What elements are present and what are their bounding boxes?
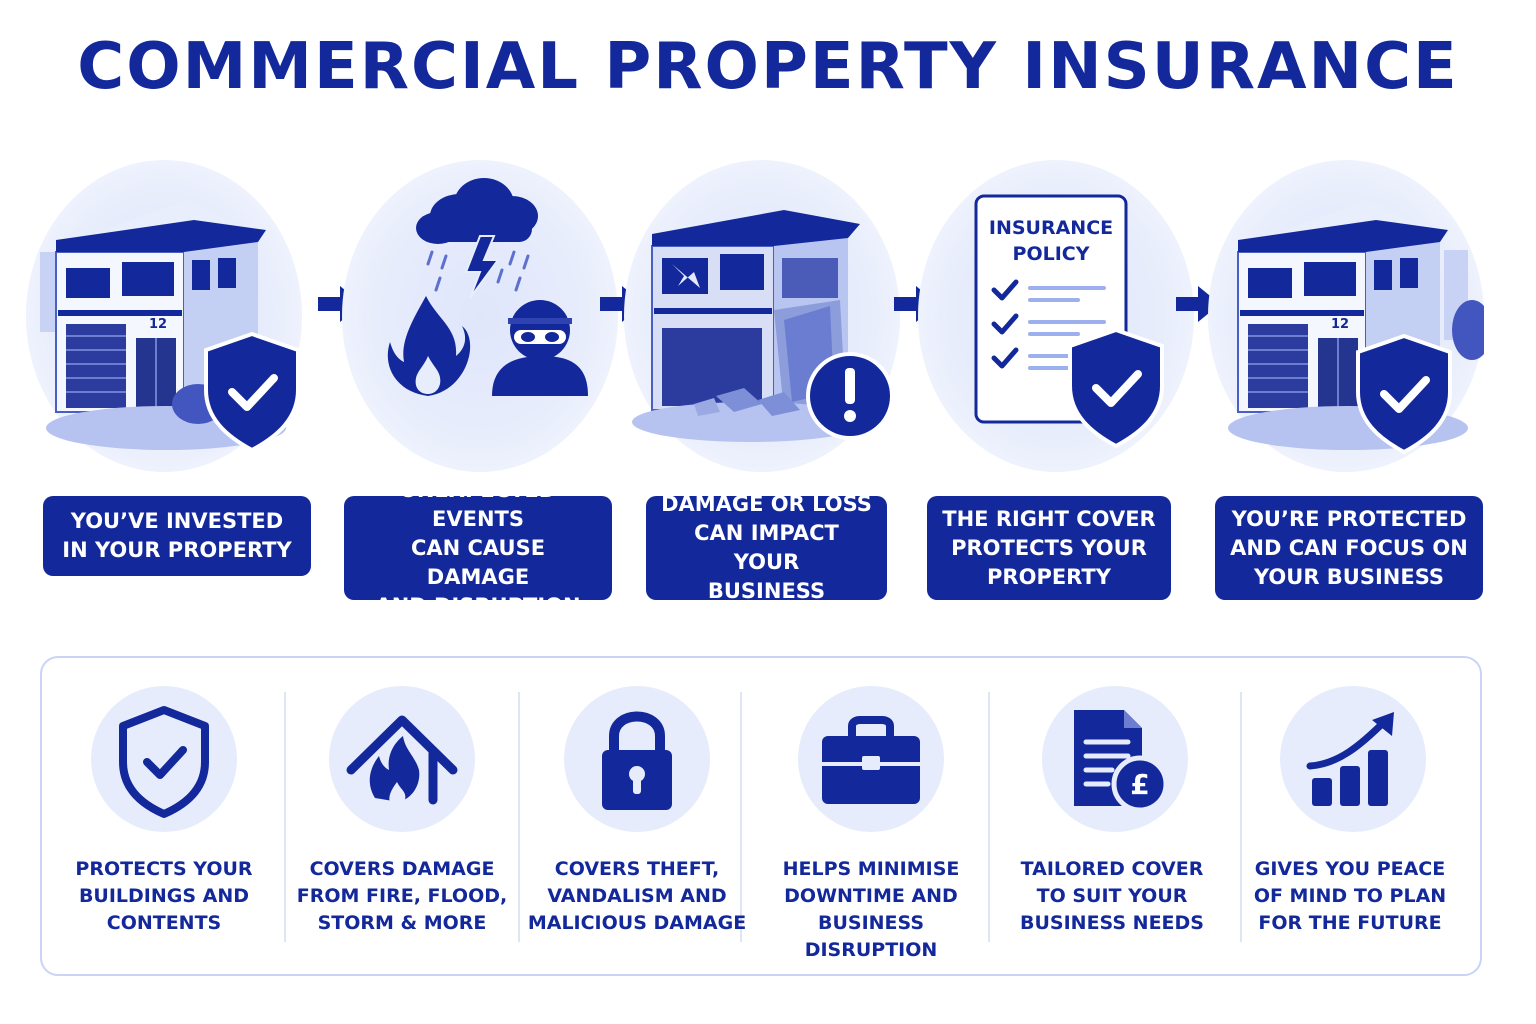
benefit-3-icon-circle bbox=[564, 686, 710, 832]
step-4-label: THE RIGHT COVER PROTECTS YOUR PROPERTY bbox=[927, 496, 1171, 600]
shield-check-icon bbox=[1356, 333, 1452, 455]
thief-icon bbox=[492, 300, 588, 396]
building-number: 12 bbox=[149, 317, 167, 332]
benefit-4-label: HELPS MINIMISE DOWNTIME AND BUSINESS DIS… bbox=[782, 858, 960, 961]
step-5-illustration: 12 bbox=[1208, 160, 1484, 472]
briefcase-icon bbox=[822, 716, 920, 804]
step-2-label: UNEXPECTED EVENTS CAN CAUSE DAMAGE AND D… bbox=[344, 478, 612, 618]
house-fire-icon bbox=[346, 715, 458, 807]
divider bbox=[284, 692, 286, 942]
benefit-2-label: COVERS DAMAGE FROM FIRE, FLOOD, STORM & … bbox=[296, 858, 508, 934]
divider bbox=[988, 692, 990, 942]
divider bbox=[518, 692, 520, 942]
benefit-6-label: GIVES YOU PEACE OF MIND TO PLAN FOR THE … bbox=[1253, 858, 1447, 934]
policy-title-line-2: POLICY bbox=[1013, 243, 1090, 265]
damaged-building-icon bbox=[632, 210, 868, 442]
benefit-4-icon-circle bbox=[798, 686, 944, 832]
step-4-illustration: INSURANCE POLICY bbox=[918, 160, 1194, 472]
step-1-illustration: 12 bbox=[26, 160, 302, 472]
benefit-1-label: PROTECTS YOUR BUILDINGS AND CONTENTS bbox=[75, 858, 253, 934]
benefit-6-icon-circle bbox=[1280, 686, 1426, 832]
benefit-1-icon-circle bbox=[91, 686, 237, 832]
storm-cloud-icon bbox=[416, 178, 538, 299]
alert-icon bbox=[806, 352, 894, 440]
step-3-illustration bbox=[624, 160, 900, 472]
benefit-5-icon-circle: £ bbox=[1042, 686, 1188, 832]
growth-chart-icon bbox=[1306, 712, 1394, 806]
divider bbox=[1240, 692, 1242, 942]
benefit-5-label: TAILORED COVER TO SUIT YOUR BUSINESS NEE… bbox=[1020, 858, 1204, 934]
fire-icon bbox=[387, 296, 471, 396]
shield-check-icon bbox=[1068, 327, 1164, 449]
policy-title-line-1: INSURANCE bbox=[989, 217, 1113, 239]
shield-check-icon bbox=[204, 331, 300, 453]
step-3-label: DAMAGE OR LOSS CAN IMPACT YOUR BUSINESS bbox=[646, 492, 887, 603]
benefit-2-icon-circle bbox=[329, 686, 475, 832]
step-5-label: YOU’RE PROTECTED AND CAN FOCUS ON YOUR B… bbox=[1215, 496, 1483, 600]
step-2-illustration bbox=[342, 160, 618, 472]
benefit-3-label: COVERS THEFT, VANDALISM AND MALICIOUS DA… bbox=[527, 858, 747, 934]
document-pound-icon: £ bbox=[1074, 710, 1169, 813]
building-number: 12 bbox=[1331, 317, 1349, 332]
pound-sign: £ bbox=[1130, 768, 1149, 801]
padlock-icon bbox=[602, 711, 672, 810]
step-1-label: YOU’VE INVESTED IN YOUR PROPERTY bbox=[43, 496, 311, 576]
shield-check-icon bbox=[119, 706, 209, 818]
page-title: COMMERCIAL PROPERTY INSURANCE bbox=[77, 30, 1459, 104]
divider bbox=[740, 692, 742, 942]
